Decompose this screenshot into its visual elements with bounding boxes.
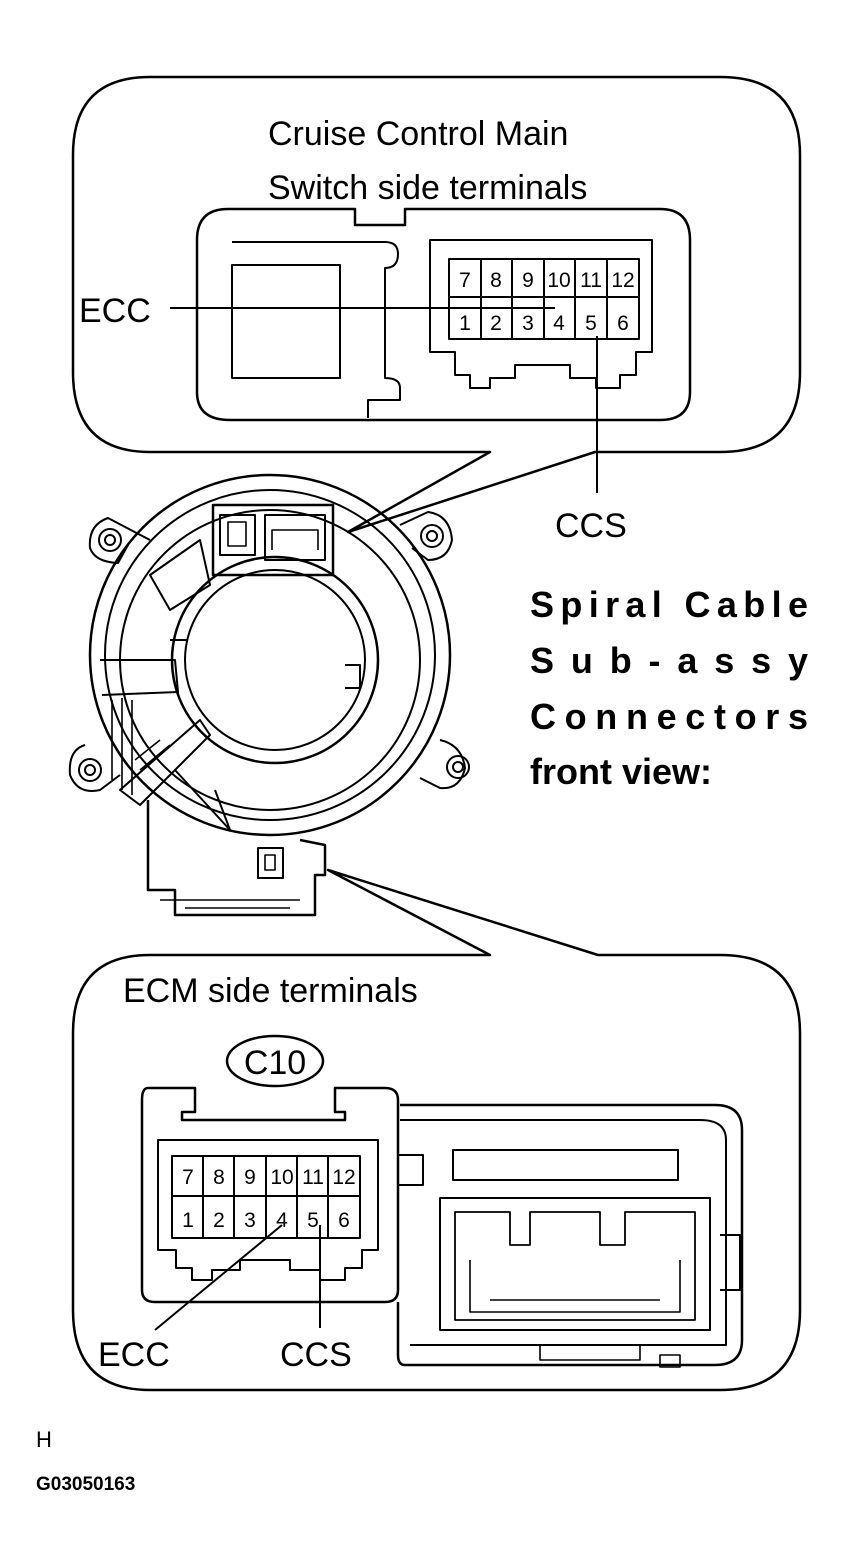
top-pin-3: 3 xyxy=(522,312,534,335)
caption-line3: Connectors xyxy=(530,696,808,737)
top-ccs-label: CCS xyxy=(555,507,627,545)
bottom-pin-7: 7 xyxy=(182,1166,194,1189)
caption: Spiral Cable Sub-assy Connectors front v… xyxy=(530,584,808,792)
bottom-pin-9: 9 xyxy=(244,1166,256,1189)
spiral-cable-center-ring xyxy=(170,555,380,765)
top-pin-2: 2 xyxy=(490,312,502,335)
top-connector-left-block xyxy=(231,264,341,379)
connector-code-oval xyxy=(225,1034,325,1088)
bottom-pin-11: 11 xyxy=(302,1166,324,1189)
top-pin-4: 4 xyxy=(553,312,565,335)
top-callout-title-line1: Cruise Control Main xyxy=(268,115,568,153)
top-connector-cavity xyxy=(429,239,653,389)
bottom-callout-title: ECM side terminals xyxy=(123,972,418,1010)
bottom-connector-cavity xyxy=(157,1139,379,1281)
top-connector: 7 8 9 10 11 12 1 2 3 4 5 6 xyxy=(195,207,692,422)
caption-line2: Sub-assy xyxy=(530,640,808,681)
bottom-pin-5: 5 xyxy=(307,1209,319,1232)
top-connector-inner-outline xyxy=(232,241,401,418)
bottom-pin-1: 1 xyxy=(182,1209,194,1232)
spiral-cable-body xyxy=(68,473,470,917)
top-callout-title-line2: Switch side terminals xyxy=(268,169,587,207)
figure-id: G03050163 xyxy=(36,1474,135,1495)
top-pin-5: 5 xyxy=(585,312,597,335)
bottom-pin-6: 6 xyxy=(338,1209,350,1232)
top-pin-8: 8 xyxy=(490,269,502,292)
connector-code-label: C10 xyxy=(244,1044,306,1082)
caption-line4: front view: xyxy=(530,751,712,792)
bottom-pin-12: 12 xyxy=(332,1166,355,1189)
bottom-pin-10: 10 xyxy=(270,1166,293,1189)
caption-line1: Spiral Cable xyxy=(530,584,808,625)
bottom-pin-2: 2 xyxy=(213,1209,225,1232)
top-pin-7: 7 xyxy=(459,269,471,292)
body-top-connector xyxy=(211,503,335,577)
top-pin-11: 11 xyxy=(580,269,602,292)
top-ecc-label: ECC xyxy=(79,292,151,330)
bottom-connector-housing xyxy=(140,1086,400,1304)
bottom-connector-side-housing xyxy=(396,1103,744,1368)
bottom-pin-8: 8 xyxy=(213,1166,225,1189)
top-callout-frame xyxy=(71,75,802,534)
top-pin-6: 6 xyxy=(617,312,629,335)
bottom-ecc-leader xyxy=(154,1224,283,1331)
bottom-ccs-label: CCS xyxy=(280,1336,352,1374)
bottom-pin-3: 3 xyxy=(244,1209,256,1232)
spiral-cable-outer-ring xyxy=(88,473,452,837)
top-callout: Cruise Control Main Switch side terminal… xyxy=(71,75,802,545)
bottom-callout-frame xyxy=(71,868,802,1392)
top-connector-housing xyxy=(195,207,692,422)
top-pin-12: 12 xyxy=(611,269,634,292)
footer-mark: H xyxy=(36,1427,52,1452)
top-pin-1: 1 xyxy=(459,312,471,335)
top-pin-9: 9 xyxy=(522,269,534,292)
body-bottom-connector xyxy=(146,800,327,917)
bottom-ecc-label: ECC xyxy=(98,1336,170,1374)
top-pin-10: 10 xyxy=(547,269,570,292)
bottom-callout: ECM side terminals C10 7 8 9 10 11 12 1 … xyxy=(71,868,802,1392)
